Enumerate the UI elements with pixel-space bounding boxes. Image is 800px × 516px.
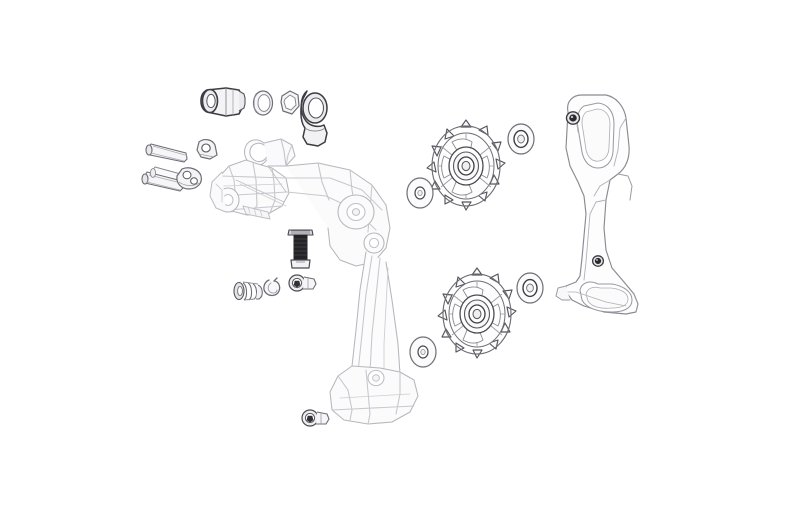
pulley-washer-upper-right bbox=[507, 123, 535, 155]
pulley-washer-lower-left bbox=[409, 336, 437, 368]
pulley-wheel-upper bbox=[426, 119, 506, 211]
c-clip bbox=[263, 277, 281, 297]
hex-screw-middle bbox=[288, 274, 317, 292]
pulley-wheel-lower bbox=[437, 267, 517, 359]
round-washer bbox=[252, 90, 274, 116]
cage-bolt-black bbox=[287, 229, 314, 269]
limit-screw-long-upper bbox=[145, 143, 188, 163]
pulley-washer-lower-right bbox=[516, 272, 544, 304]
cable-anchor-plate bbox=[196, 139, 218, 160]
derailleur-main-body bbox=[209, 138, 419, 425]
b-knuckle-plate bbox=[300, 90, 328, 147]
b-bolt-barrel bbox=[200, 87, 246, 117]
washer-plate-two-hole bbox=[176, 167, 202, 190]
hex-screw-bottom bbox=[301, 409, 330, 427]
square-washer bbox=[280, 90, 300, 115]
pulley-washer-upper-left bbox=[406, 177, 434, 209]
coil-spring-bushing bbox=[233, 281, 263, 301]
outer-cage-plate bbox=[555, 94, 639, 315]
